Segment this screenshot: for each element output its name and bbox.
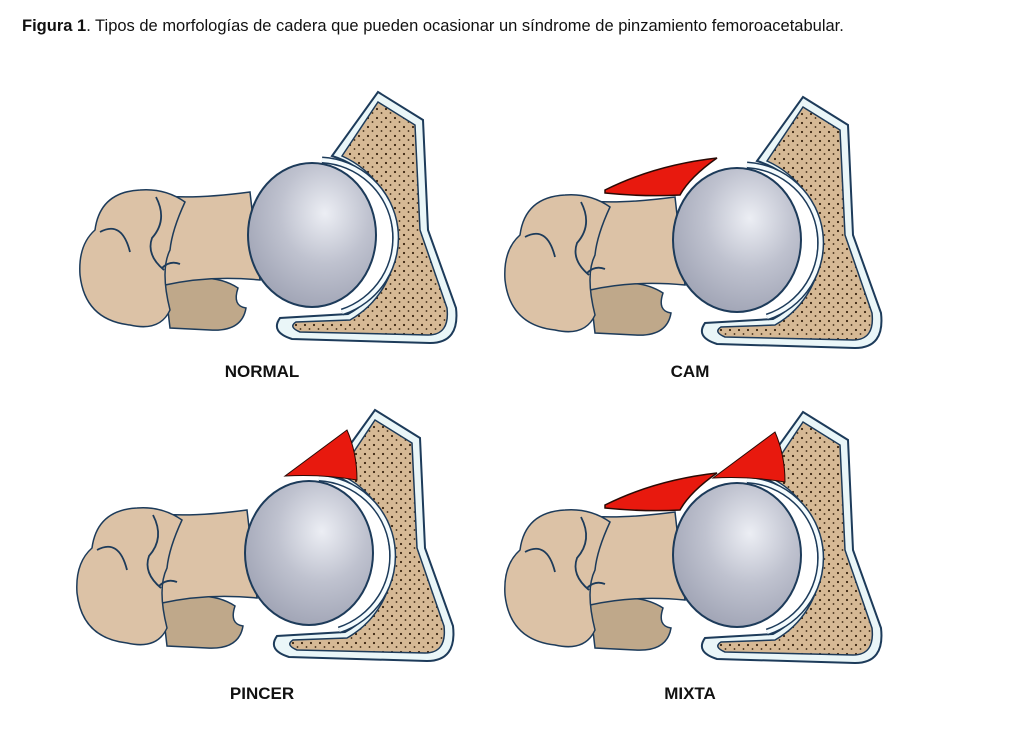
panel-pincer-diagram bbox=[77, 410, 454, 661]
panel-cam-diagram bbox=[505, 97, 882, 348]
panel-label-mixta: MIXTA bbox=[664, 684, 716, 703]
panel-label-cam: CAM bbox=[670, 362, 710, 381]
panel-label-pincer: PINCER bbox=[229, 684, 295, 703]
figure-caption: Figura 1. Tipos de morfologías de cadera… bbox=[22, 17, 844, 36]
pincer-lesion bbox=[284, 429, 358, 481]
panel-normal-diagram bbox=[80, 92, 457, 343]
panel-label-normal: NORMAL bbox=[224, 362, 300, 381]
panel-mixta-diagram bbox=[505, 412, 882, 663]
caption-label: Figura 1 bbox=[22, 17, 87, 35]
caption-text: . Tipos de morfologías de cadera que pue… bbox=[86, 17, 844, 35]
pincer-lesion bbox=[712, 431, 786, 483]
